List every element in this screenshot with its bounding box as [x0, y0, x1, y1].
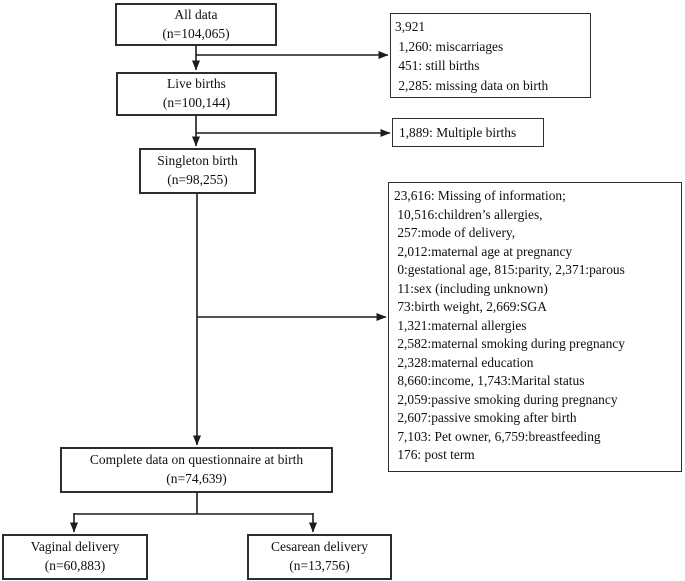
node-singleton-birth: Singleton birth (n=98,255)	[139, 148, 256, 194]
node-all-data-label: All data (n=104,065)	[162, 6, 230, 41]
node-vaginal-delivery: Vaginal delivery (n=60,883)	[2, 534, 148, 580]
node-live-births: Live births (n=100,144)	[116, 72, 277, 116]
node-complete-data: Complete data on questionnaire at birth …	[60, 447, 333, 493]
node-singleton-birth-label: Singleton birth (n=98,255)	[157, 153, 238, 187]
node-complete-data-label: Complete data on questionnaire at birth …	[89, 452, 304, 486]
node-cesarean-delivery: Cesarean delivery (n=13,756)	[247, 534, 392, 580]
node-all-data: All data (n=104,065)	[115, 3, 277, 46]
node-vaginal-delivery-label: Vaginal delivery (n=60,883)	[30, 539, 120, 573]
node-cesarean-delivery-label: Cesarean delivery (n=13,756)	[270, 539, 369, 573]
node-live-births-label: Live births (n=100,144)	[162, 76, 231, 110]
exclusion-multiple-births-label: 1,889: Multiple births	[399, 124, 517, 140]
exclusion-birth-losses: 3,921 1,260: miscarriages 451: still bir…	[390, 13, 591, 98]
exclusion-missing-information-label: 23,616: Missing of information; 10,516:c…	[394, 188, 625, 462]
exclusion-multiple-births: 1,889: Multiple births	[392, 118, 544, 147]
exclusion-birth-losses-label: 3,921 1,260: miscarriages 451: still bir…	[395, 19, 549, 93]
exclusion-missing-information: 23,616: Missing of information; 10,516:c…	[388, 182, 682, 472]
